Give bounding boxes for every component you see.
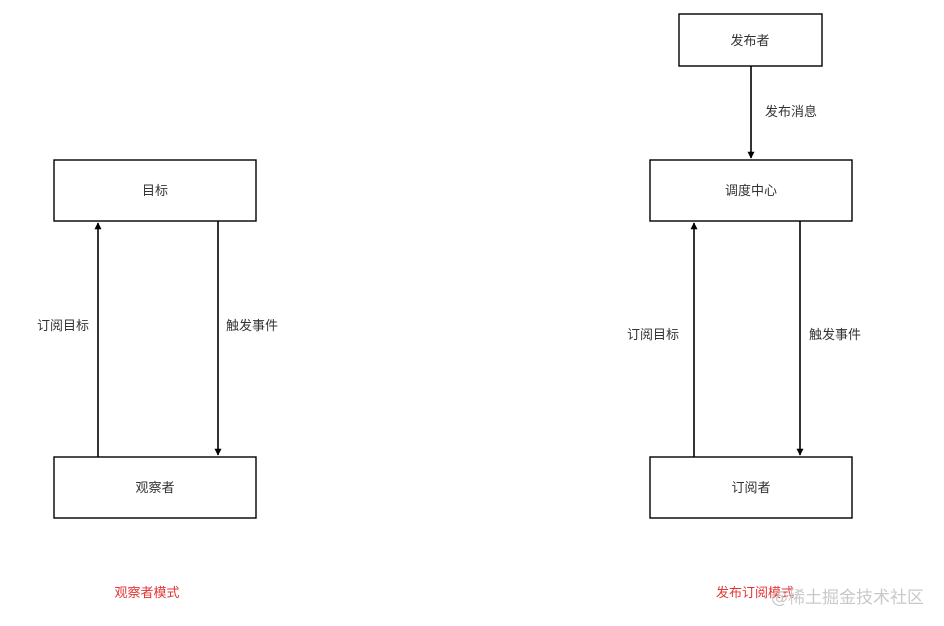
edge-pubsub-trigger-label: 触发事件 [809, 327, 861, 343]
observer-pattern-caption: 观察者模式 [114, 586, 179, 601]
pubsub-pattern-group: 发布者 发布消息 调度中心 订阅者 订阅目标 触发事件 发布订阅模式 [627, 13, 861, 601]
edge-pubsub-publish: 发布消息 [747, 66, 817, 159]
node-target: 目标 [53, 159, 257, 222]
node-observer-label: 观察者 [135, 481, 174, 496]
pubsub-pattern-caption: 发布订阅模式 [716, 585, 794, 601]
node-publisher-label: 发布者 [730, 33, 769, 49]
edge-observer-trigger: 触发事件 [214, 221, 278, 456]
node-subscriber: 订阅者 [649, 456, 853, 519]
watermark-text: @稀土掘金技术社区 [771, 588, 924, 608]
edge-pubsub-subscribe: 订阅目标 [627, 222, 698, 457]
node-publisher: 发布者 [678, 13, 823, 67]
node-subscriber-label: 订阅者 [731, 481, 770, 496]
edge-pubsub-subscribe-label: 订阅目标 [627, 328, 679, 343]
edge-observer-subscribe-label: 订阅目标 [37, 319, 89, 334]
edge-pubsub-trigger: 触发事件 [796, 221, 861, 456]
edge-pubsub-publish-label: 发布消息 [765, 104, 817, 120]
node-dispatch-center: 调度中心 [649, 159, 853, 222]
node-dispatch-center-label: 调度中心 [725, 183, 777, 199]
edge-observer-subscribe: 订阅目标 [37, 222, 102, 457]
node-observer: 观察者 [53, 456, 257, 519]
observer-pattern-group: 目标 观察者 订阅目标 触发事件 观察者模式 [37, 159, 278, 601]
node-target-label: 目标 [142, 184, 168, 199]
edge-observer-trigger-label: 触发事件 [226, 318, 278, 334]
